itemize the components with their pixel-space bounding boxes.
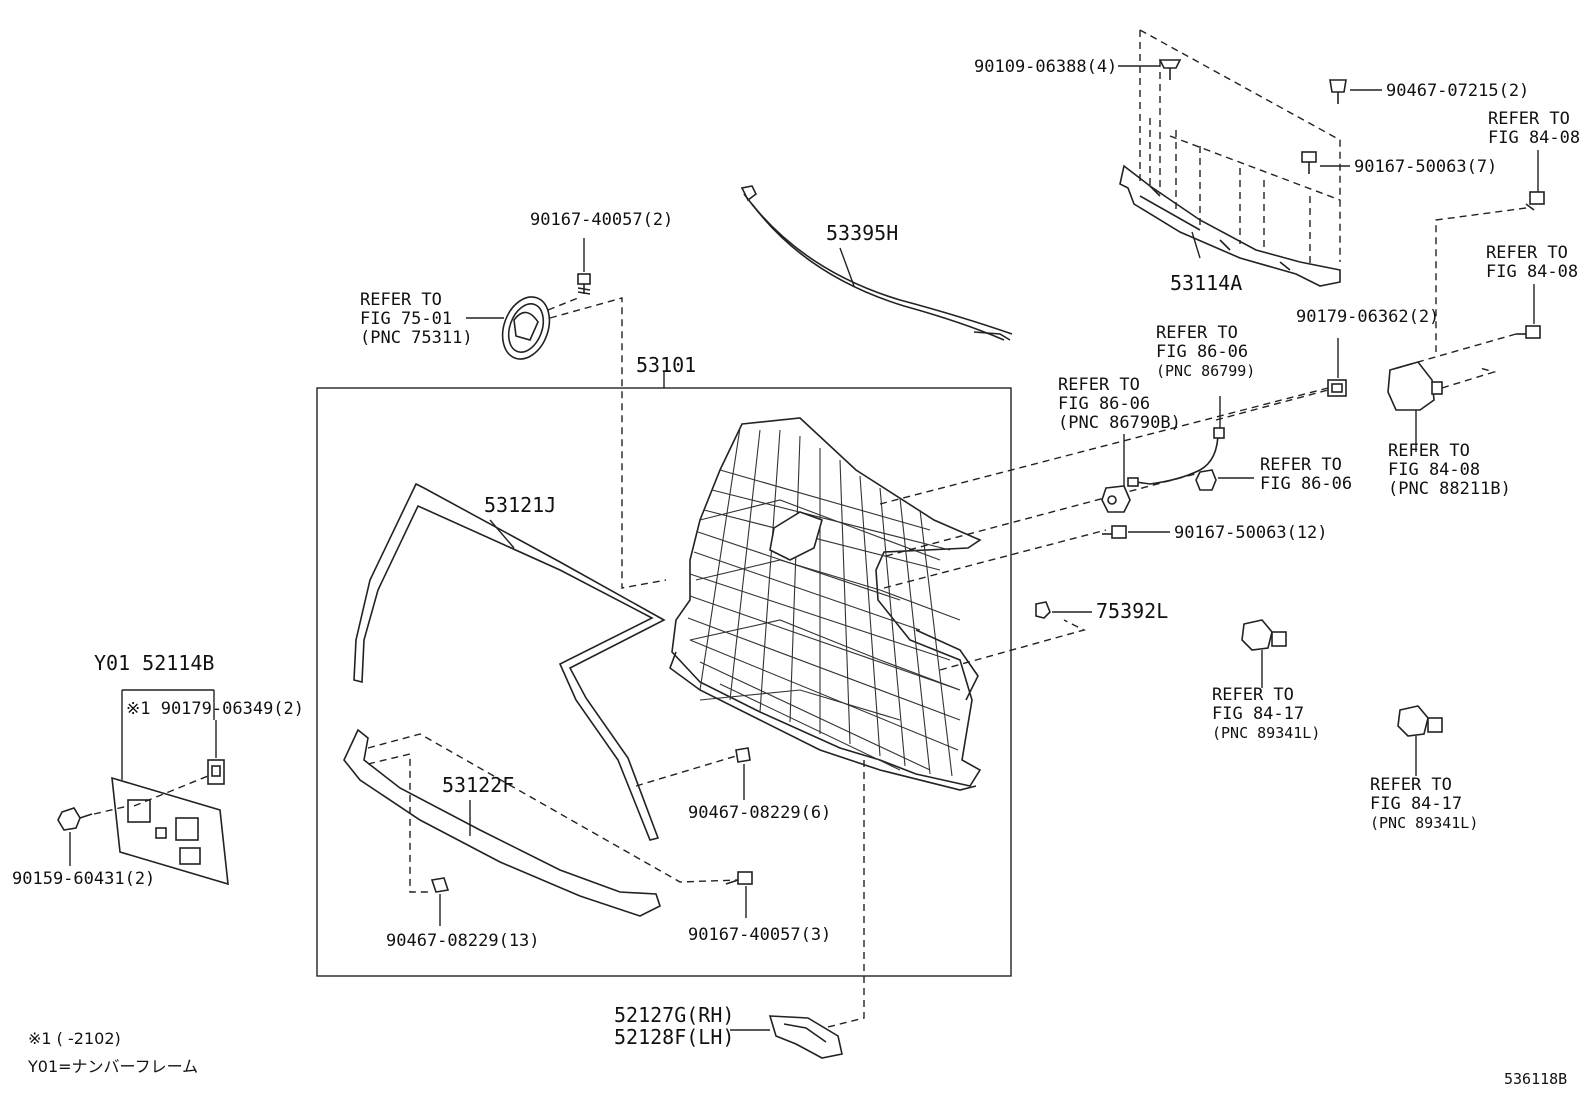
dash-8408-a xyxy=(1435,207,1527,352)
leader-53121J xyxy=(489,519,515,549)
refer-8417-b-line1: REFER TO xyxy=(1370,775,1452,795)
refer-8408-a-line2: FIG 84-08 xyxy=(1488,128,1580,148)
dash-90159-60431 xyxy=(93,805,129,815)
figure-id: 536118B xyxy=(1504,1070,1567,1088)
radiator-grille-drawing xyxy=(669,417,982,791)
part-label-90167-40057-3: 90167-40057(3) xyxy=(688,925,831,945)
screw-90167-50063-12 xyxy=(1102,525,1127,539)
part-label-53114A: 53114A xyxy=(1170,271,1242,295)
dash-grille-right xyxy=(879,387,1329,671)
part-label-52128F: 52128F(LH) xyxy=(614,1025,734,1049)
emblem-screw-90167-40057 xyxy=(577,273,591,295)
bracket-52127G-52128F xyxy=(768,1015,843,1059)
nut-8408-b xyxy=(1516,325,1541,339)
part-label-y01-52114B: Y01 52114B xyxy=(94,651,214,675)
sensor-89341L-a xyxy=(1241,619,1287,688)
dash-53122F xyxy=(367,733,739,893)
refer-8606-c-line2: FIG 86-06 xyxy=(1260,474,1352,494)
part-label-75392L: 75392L xyxy=(1096,599,1168,623)
screw-90167-50063-7 xyxy=(1301,151,1317,174)
leader-52114B xyxy=(121,689,215,780)
clip-90179-06349 xyxy=(207,759,225,785)
part-label-90467-08229-13: 90467-08229(13) xyxy=(386,931,540,951)
dash-emblem xyxy=(547,297,667,589)
refer-8408-c-line3: (PNC 88211B) xyxy=(1388,479,1511,499)
dash-sensor-88211B xyxy=(1389,333,1517,389)
clip-90467-08229-6 xyxy=(735,747,751,763)
refer-7501-line2: FIG 75-01 xyxy=(360,309,452,329)
part-label-53395H: 53395H xyxy=(826,221,898,245)
clip-75392L xyxy=(1035,601,1051,619)
leader-53395H xyxy=(839,247,855,287)
clip-90467-07215 xyxy=(1329,79,1347,104)
refer-7501-line3: (PNC 75311) xyxy=(360,328,473,348)
molding-53122F xyxy=(343,728,661,917)
connector-8606-c xyxy=(1195,469,1217,491)
refer-8408-c-line2: FIG 84-08 xyxy=(1388,460,1480,480)
dash-upper-support xyxy=(1139,29,1341,268)
dash-90179-06349 xyxy=(133,775,209,807)
clip-90109-06388 xyxy=(1158,59,1182,80)
sensor-89341L-b xyxy=(1397,705,1443,776)
nut-8408-a xyxy=(1525,191,1545,211)
refer-8408-c-line1: REFER TO xyxy=(1388,441,1470,461)
part-label-52127G: 52127G(RH) xyxy=(614,1003,734,1027)
refer-8408-a-line1: REFER TO xyxy=(1488,109,1570,129)
part-label-90467-07215: 90467-07215(2) xyxy=(1386,81,1529,101)
part-label-90159-60431: 90159-60431(2) xyxy=(12,869,155,889)
license-plate-bracket-52114B xyxy=(111,776,229,886)
refer-8417-a-line1: REFER TO xyxy=(1212,685,1294,705)
refer-8417-b-line3: (PNC 89341L) xyxy=(1370,814,1478,832)
refer-8408-b-line2: FIG 84-08 xyxy=(1486,262,1578,282)
sensor-88211B xyxy=(1387,361,1443,452)
refer-8417-a-line2: FIG 84-17 xyxy=(1212,704,1304,724)
refer-8606-a-line2: FIG 86-06 xyxy=(1156,342,1248,362)
refer-8606-a-line1: REFER TO xyxy=(1156,323,1238,343)
part-label-90167-50063-12: 90167-50063(12) xyxy=(1174,523,1328,543)
upper-support-53114A xyxy=(1119,164,1341,287)
grille-emblem-mount xyxy=(769,511,823,561)
bolt-90159-60431 xyxy=(57,807,93,831)
screw-90167-40057-3 xyxy=(725,871,753,885)
front-emblem xyxy=(501,296,551,360)
part-label-53121J: 53121J xyxy=(484,493,556,517)
refer-8606-a-line3: (PNC 86799) xyxy=(1156,362,1255,380)
refer-8606-b-line3: (PNC 86790B) xyxy=(1058,413,1181,433)
clip-90179-06362 xyxy=(1327,379,1347,397)
clip-90467-08229-13 xyxy=(430,877,450,893)
dash-clip-6 xyxy=(635,755,737,787)
part-label-90167-50063-7: 90167-50063(7) xyxy=(1354,157,1497,177)
part-label-53122F: 53122F xyxy=(442,773,514,797)
camera-86790B xyxy=(1101,485,1131,513)
leader-53114A xyxy=(1191,231,1201,259)
refer-8408-b-line1: REFER TO xyxy=(1486,243,1568,263)
refer-7501-line1: REFER TO xyxy=(360,290,442,310)
harness-86799 xyxy=(1127,427,1225,487)
part-label-90467-08229-6: 90467-08229(6) xyxy=(688,803,831,823)
part-label-90179-06349: ※1 90179-06349(2) xyxy=(126,699,304,719)
dash-52127G xyxy=(823,760,865,1029)
refer-8417-a-line3: (PNC 89341L) xyxy=(1212,724,1320,742)
part-label-90179-06362: 90179-06362(2) xyxy=(1296,307,1439,327)
refer-8606-c-line1: REFER TO xyxy=(1260,455,1342,475)
footnote-2: Y01=ナンバーフレーム xyxy=(27,1057,198,1076)
refer-8606-b-line1: REFER TO xyxy=(1058,375,1140,395)
part-label-90167-40057-2: 90167-40057(2) xyxy=(530,210,673,230)
part-label-90109-06388: 90109-06388(4) xyxy=(974,57,1117,77)
refer-8417-b-line2: FIG 84-17 xyxy=(1370,794,1462,814)
part-label-53101: 53101 xyxy=(636,353,696,377)
molding-53395H xyxy=(740,185,1013,341)
molding-53121J xyxy=(353,482,666,841)
refer-8606-b-line2: FIG 86-06 xyxy=(1058,394,1150,414)
footnote-1: ※1 ( -2102) xyxy=(28,1029,121,1048)
